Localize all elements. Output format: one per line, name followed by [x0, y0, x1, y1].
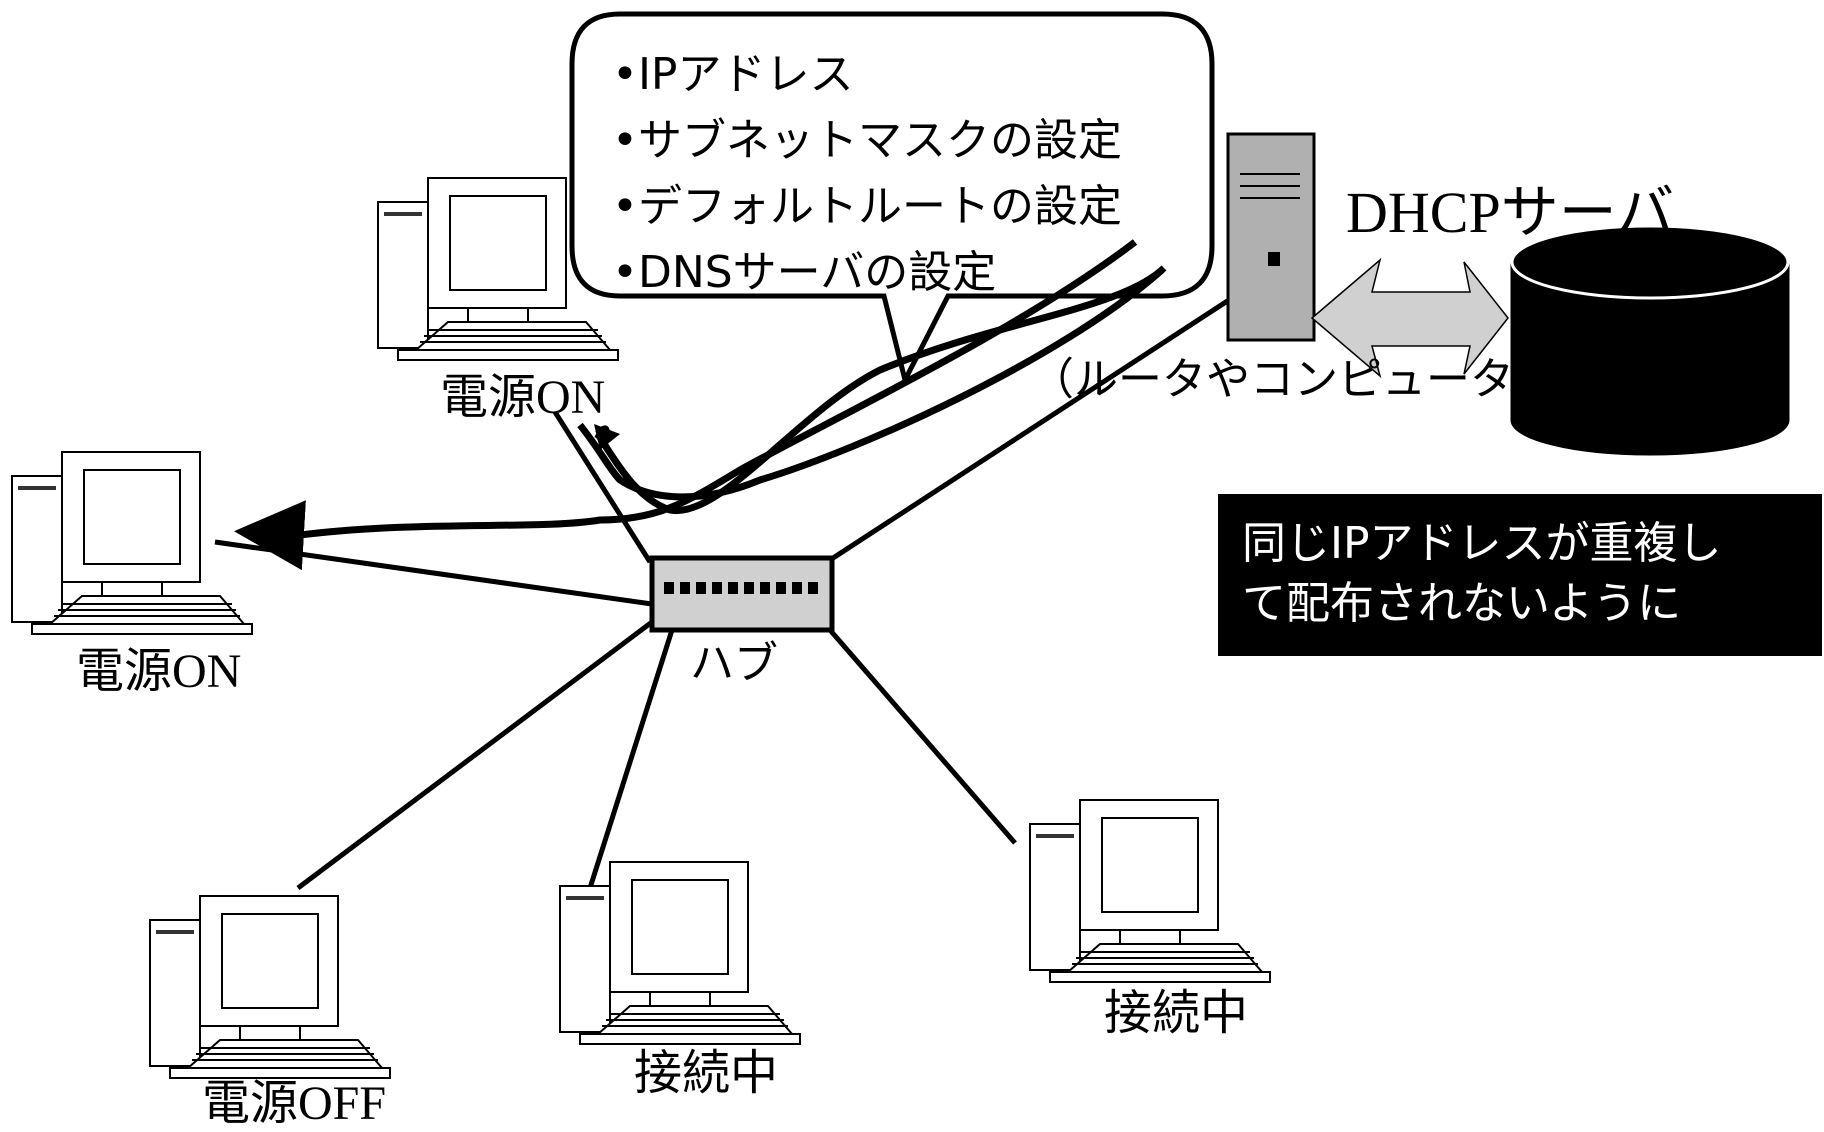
arrow-head-upper	[594, 424, 620, 450]
pc-left-label: 電源ON	[76, 645, 242, 698]
note-line1: 同じIPアドレスが重複し	[1242, 518, 1722, 569]
balloon-item: •DNSサーバの設定	[612, 247, 997, 298]
server-title: DHCPサーバ	[1346, 180, 1675, 245]
double-arrow	[1310, 257, 1509, 379]
pc-bottom-center-label: 接続中	[634, 1047, 779, 1100]
speech-balloon	[569, 11, 1215, 388]
balloon-item: •IPアドレス	[612, 49, 854, 100]
server-subtitle: （ルータやコンピュータ）	[1030, 354, 1558, 405]
database-label-line1: IPアドレス	[1528, 313, 1758, 364]
note-box: 同じIPアドレスが重複し て配布されないように	[1218, 494, 1822, 656]
pc-bottom-center	[559, 861, 801, 1045]
pc-bottom-left	[149, 895, 391, 1079]
balloon-item: •デフォルトルートの設定	[612, 181, 1122, 232]
database-label-line2: データベース	[1528, 370, 1790, 421]
arrow-head-left	[242, 518, 270, 546]
hub-device	[649, 555, 835, 633]
pc-bottom-right	[1029, 799, 1271, 983]
pc-bottom-right-label: 接続中	[1104, 987, 1249, 1040]
balloon-item: •サブネットマスクの設定	[612, 115, 1122, 166]
hub-label: ハブ	[690, 638, 778, 689]
server-icon	[1226, 132, 1316, 342]
balloon-text: •IPアドレス •サブネットマスクの設定 •デフォルトルートの設定 •DNSサー…	[612, 42, 1122, 306]
pc-top-label: 電源ON	[440, 371, 606, 424]
database-icon	[1510, 224, 1790, 456]
pc-bottom-left-label: 電源OFF	[202, 1077, 387, 1130]
note-line2: て配布されないように	[1242, 578, 1682, 629]
